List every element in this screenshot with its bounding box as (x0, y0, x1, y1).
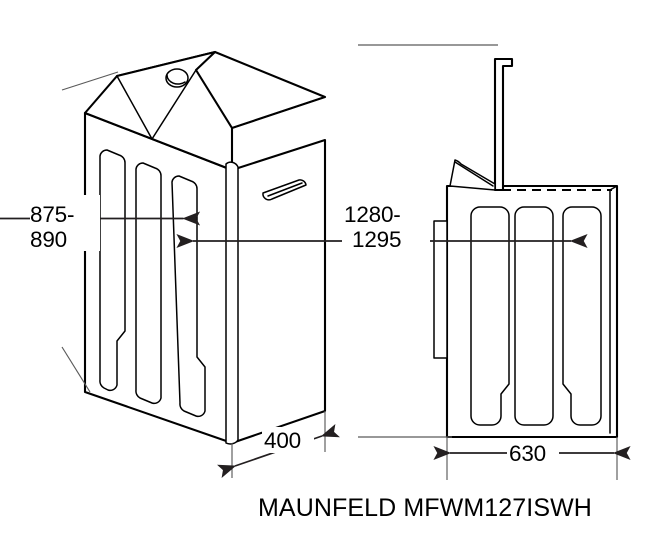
height-ext-line-top (61, 71, 119, 91)
open-height-label-line2: 1295 (352, 227, 401, 252)
height-label-line1: 875- (30, 202, 74, 227)
width-label-backing (507, 440, 559, 466)
side-view-groove-1 (470, 206, 510, 426)
side-view-groove-2 (514, 206, 554, 426)
console-inner-edge (151, 69, 197, 140)
depth-label-backing (262, 427, 314, 453)
open-height-label-backing (342, 195, 430, 251)
lid-hinge-inner-line (454, 161, 494, 187)
side-cabinet-outline (445, 184, 619, 439)
cabinet-corner-round (225, 161, 239, 445)
height-dimension-875-890: 875- 890 (0, 71, 201, 393)
console-left-fold (84, 112, 153, 140)
side-elevation-group (433, 57, 619, 439)
side-groove-3 (171, 175, 206, 418)
body-front-face (230, 138, 327, 445)
depth-dimension-400: 400 (217, 411, 340, 479)
side-groove-2 (135, 162, 162, 405)
side-groove-1 (99, 149, 126, 392)
isometric-view-group (83, 50, 327, 445)
lid-hinge-wedge (449, 159, 496, 191)
lid-front-seam (231, 96, 326, 129)
side-left-bracket (433, 220, 448, 359)
width-label: 630 (509, 441, 546, 466)
model-caption: MAUNFELD MFWM127ISWH (258, 494, 592, 522)
open-height-label-line1: 1280- (344, 202, 401, 227)
width-dimension-630: 630 (433, 437, 631, 480)
height-label-line2: 890 (30, 227, 67, 252)
open-height-dimension-1280-1295: 1280- 1295 (176, 44, 588, 438)
top-knob-shading (166, 74, 186, 85)
height-label-backing (30, 195, 100, 251)
open-lid-panel (493, 57, 514, 192)
lid-handle-inner-line (267, 182, 303, 197)
depth-label: 400 (264, 428, 301, 453)
side-view-groove-3 (562, 206, 602, 426)
height-ext-line-bottom (61, 346, 91, 393)
